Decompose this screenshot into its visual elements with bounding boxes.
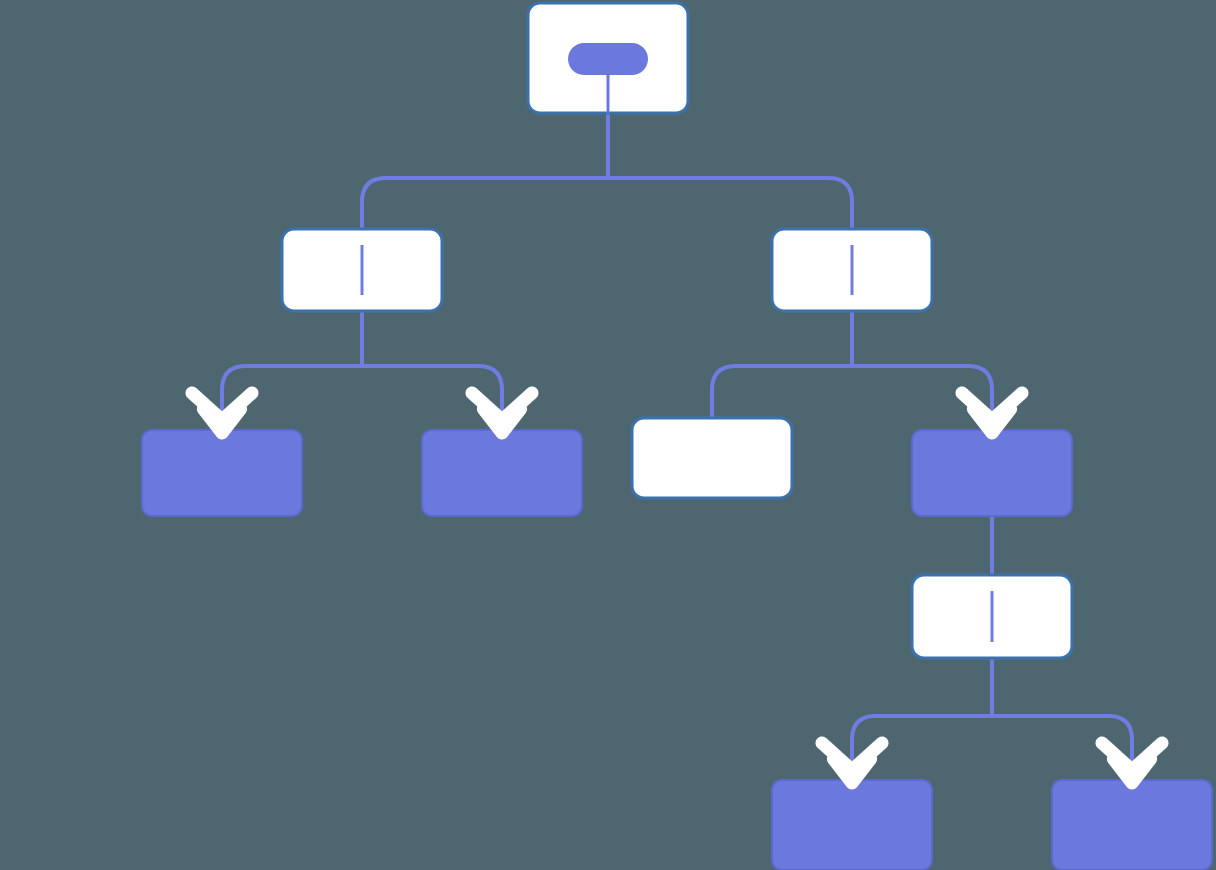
arrow-marker-node-l4a-chevron-inner (826, 752, 878, 790)
arrow-marker-node-a-chevron-inner (196, 402, 248, 440)
level4-node-b[interactable] (1051, 779, 1213, 870)
level4-node-a-shape[interactable] (771, 779, 933, 870)
level2-node-a-shape[interactable] (141, 429, 303, 517)
arrow-marker-node-b-chevron-inner (476, 402, 528, 440)
edge-level1-right-to-node-c (710, 364, 852, 418)
level2-node-b-shape[interactable] (421, 429, 583, 517)
level2-node-d[interactable] (911, 429, 1073, 517)
arrow-marker-node-b (465, 386, 539, 440)
edge-level3-to-node-b (992, 714, 1134, 790)
arrow-marker-node-l4b-chevron-inner (1106, 752, 1158, 790)
arrow-marker-node-d (955, 386, 1029, 440)
node-layer (141, 1, 1213, 870)
level2-node-c[interactable] (630, 416, 794, 500)
arrow-marker-node-a (185, 386, 259, 440)
level2-node-d-shape[interactable] (911, 429, 1073, 517)
edge-level1-left-to-node-a (220, 364, 362, 440)
arrow-marker-node-d-chevron-outer (955, 386, 1029, 427)
arrow-marker-node-l4b-chevron-outer (1095, 736, 1169, 777)
arrow-marker-node-b-chevron-outer (465, 386, 539, 427)
level2-node-c-shape[interactable] (630, 416, 794, 500)
arrow-marker-layer (185, 386, 1169, 790)
level4-node-b-shape[interactable] (1051, 779, 1213, 870)
arrow-marker-node-l4a-chevron-outer (815, 736, 889, 777)
level2-node-b[interactable] (421, 429, 583, 517)
node-inner-line-layer (360, 245, 994, 642)
edge-root-to-level1-left (360, 176, 608, 229)
edge-level1-right-to-node-d (852, 364, 994, 440)
edge-root-to-level1-right (608, 176, 854, 229)
edge-level1-left-to-node-b (362, 364, 504, 440)
root-node[interactable] (526, 1, 690, 115)
edge-layer (220, 113, 1134, 790)
arrow-marker-node-a-chevron-outer (185, 386, 259, 427)
arrow-marker-node-d-chevron-inner (966, 402, 1018, 440)
level2-node-a[interactable] (141, 429, 303, 517)
root-pill-marker (568, 43, 648, 75)
arrow-marker-node-l4a (815, 736, 889, 790)
arrow-marker-node-l4b (1095, 736, 1169, 790)
edge-level3-to-node-a (850, 714, 992, 790)
level4-node-a[interactable] (771, 779, 933, 870)
